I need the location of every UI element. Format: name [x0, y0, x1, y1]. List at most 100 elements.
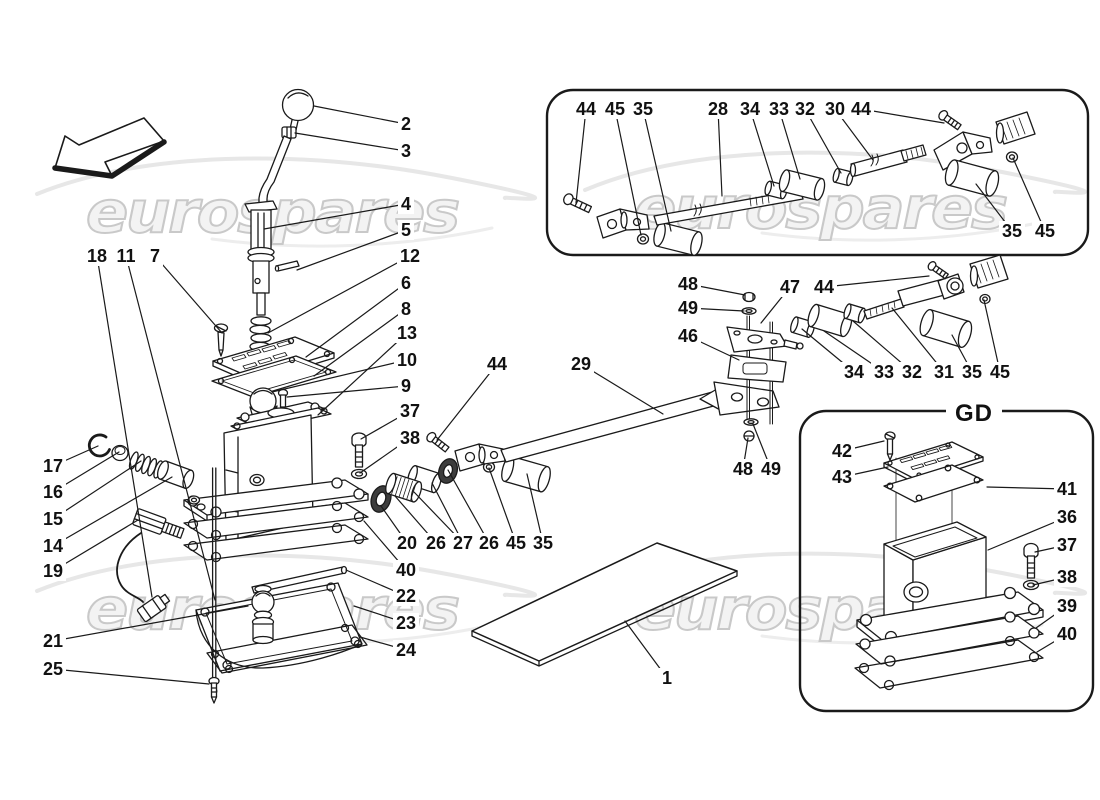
roll-pin: [274, 260, 300, 272]
part-callout-44: 44: [847, 99, 875, 119]
leader-line: [987, 516, 1068, 551]
gd-washer: [1022, 579, 1040, 591]
housing-bolt: [351, 432, 367, 468]
link-lock-nut-mid: [979, 293, 991, 305]
part-callout-35: 35: [629, 99, 657, 119]
part-callout-23: 23: [392, 613, 420, 633]
leader-line: [267, 255, 411, 334]
part-callout-38: 38: [396, 428, 424, 448]
leader-line: [96, 255, 153, 598]
part-callout-29: 29: [567, 354, 595, 374]
part-callout-32: 32: [898, 362, 926, 382]
part-callout-45: 45: [502, 533, 530, 553]
gd-bolt: [1023, 542, 1039, 579]
leader-line: [983, 299, 1001, 373]
part-callout-36: 36: [1053, 507, 1081, 527]
part-callout-45: 45: [986, 362, 1014, 382]
part-callout-37: 37: [1053, 535, 1081, 555]
closing-plate: [471, 542, 738, 667]
leader-line: [717, 108, 723, 197]
part-callout-20: 20: [393, 533, 421, 553]
part-callout-41: 41: [1053, 479, 1081, 499]
gd-gasket: [854, 635, 1044, 691]
housing-bolt-washer: [350, 468, 368, 480]
part-callout-26: 26: [422, 533, 450, 553]
part-callout-34: 34: [840, 362, 868, 382]
leader-line: [286, 385, 407, 398]
stud-nut-bottom: [743, 430, 755, 442]
stud-washer-top: [741, 307, 757, 315]
part-callout-42: 42: [828, 441, 856, 461]
part-callout-1: 1: [658, 668, 676, 688]
part-callout-17: 17: [39, 456, 67, 476]
box-mating-shaft: [995, 111, 1036, 145]
gd-box-title: GD: [946, 402, 1002, 426]
leader-line: [986, 486, 1068, 490]
part-callout-19: 19: [39, 561, 67, 581]
box-rod: [653, 189, 804, 226]
leader-line: [488, 467, 517, 544]
part-callout-11: 11: [113, 246, 139, 266]
part-callout-5: 5: [397, 220, 415, 240]
box-lock-nut-left: [636, 233, 650, 245]
universal-joint: [454, 443, 506, 472]
leader-line: [642, 108, 672, 232]
part-callout-44: 44: [572, 99, 600, 119]
leader-line: [749, 108, 775, 187]
link-joint-mid: [937, 273, 965, 300]
part-callout-10: 10: [393, 350, 421, 370]
shift-knob: [281, 88, 315, 131]
leader-line: [823, 275, 930, 288]
part-callout-22: 22: [392, 586, 420, 606]
part-callout-3: 3: [397, 141, 415, 161]
leader-line: [52, 605, 249, 642]
detent-spring: [128, 451, 164, 479]
part-callout-39: 39: [1053, 596, 1081, 616]
leader-line: [891, 307, 945, 373]
housing-flange: [183, 477, 369, 522]
part-callout-2: 2: [397, 114, 415, 134]
transmission-rod: [500, 381, 780, 463]
part-callout-26: 26: [475, 533, 503, 553]
leader-line: [52, 460, 142, 520]
part-callout-48: 48: [674, 274, 702, 294]
gd-gate-screw: [884, 431, 896, 461]
part-callout-7: 7: [146, 246, 164, 266]
leader-line: [313, 105, 407, 125]
leader-line: [778, 108, 801, 180]
part-callout-32: 32: [791, 99, 819, 119]
cover-screw: [208, 676, 220, 704]
part-callout-31: 31: [930, 362, 958, 382]
support-plate: [726, 326, 804, 353]
lever-tube: [244, 200, 278, 316]
part-callout-44: 44: [483, 354, 511, 374]
stud-nut-top: [742, 291, 756, 303]
part-callout-25: 25: [39, 659, 67, 679]
part-callout-46: 46: [674, 326, 702, 346]
part-callout-45: 45: [1031, 221, 1059, 241]
cover-gasket: [206, 623, 368, 674]
link-nut-mid: [843, 303, 866, 324]
part-callout-12: 12: [396, 246, 424, 266]
leader-line: [526, 473, 544, 544]
part-callout-48: 48: [729, 459, 757, 479]
leader-line: [125, 255, 216, 601]
part-callout-4: 4: [397, 194, 415, 214]
part-callout-6: 6: [397, 273, 415, 293]
part-callout-35: 35: [998, 221, 1026, 241]
part-callout-24: 24: [392, 640, 420, 660]
leader-line: [52, 668, 210, 685]
ball-joint: [251, 584, 275, 645]
gate-gasket: [211, 355, 337, 398]
protection-sleeve: [501, 455, 551, 493]
part-callout-47: 47: [776, 277, 804, 297]
support-block: [727, 354, 787, 383]
gate-screw: [213, 323, 229, 357]
part-callout-27: 27: [449, 533, 477, 553]
part-callout-40: 40: [392, 560, 420, 580]
leader-line: [575, 108, 587, 204]
part-callout-28: 28: [704, 99, 732, 119]
leader-line: [804, 108, 842, 174]
